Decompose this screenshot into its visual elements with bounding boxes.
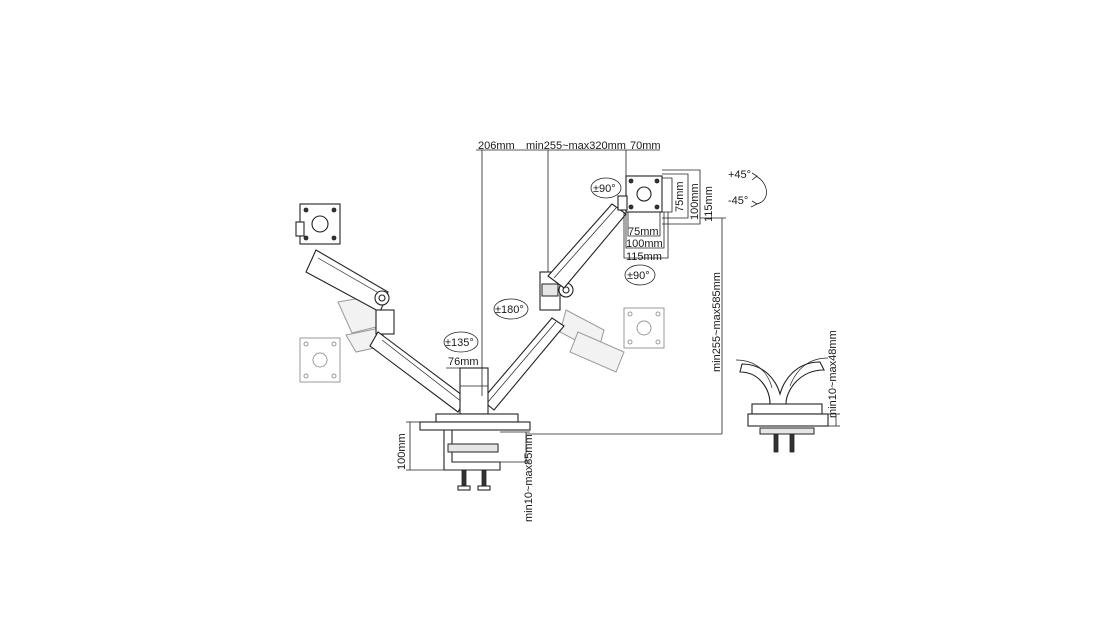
rotation-180-marker (493, 298, 529, 320)
offset-70-label: 70mm (630, 140, 661, 152)
left-arm (295, 203, 467, 413)
swivel-bottom-marker (624, 264, 656, 286)
right-arm (481, 175, 663, 411)
vesa-width-115-label: 115mm (626, 251, 662, 263)
rotation-180-label: ±180° (495, 304, 524, 316)
base-height-label: 100mm (396, 433, 408, 470)
reach-206-label: 206mm (478, 140, 515, 152)
clamp-range-label: min10~max85mm (523, 434, 535, 522)
vesa-width-100-label: 100mm (626, 238, 663, 250)
vesa-width-75-label: 75mm (628, 226, 659, 238)
vesa-height-100-label: 100mm (689, 183, 701, 220)
swivel-top-marker (590, 177, 622, 199)
ghost-right-monitor-plate (559, 307, 665, 373)
height-range-label: min255~max585mm (711, 272, 723, 372)
rotation-135-marker (443, 331, 479, 353)
tilt-up-label: +45° (728, 169, 751, 181)
arm-length-label: min255~max320mm (526, 140, 626, 152)
vesa-height-115-label: 115mm (703, 186, 715, 222)
vesa-height-75-label: 75mm (674, 181, 686, 212)
tilt-down-label: -45° (728, 195, 748, 207)
swivel-bottom-label: ±90° (627, 270, 650, 282)
grommet-detail (735, 357, 829, 453)
arm-offset-76-label: 76mm (448, 356, 479, 368)
grommet-range-label: min10~max48mm (827, 330, 839, 418)
desk-clamp (419, 413, 531, 491)
swivel-top-label: ±90° (593, 183, 616, 195)
rotation-135-label: ±135° (445, 337, 474, 349)
center-pole (459, 367, 489, 415)
